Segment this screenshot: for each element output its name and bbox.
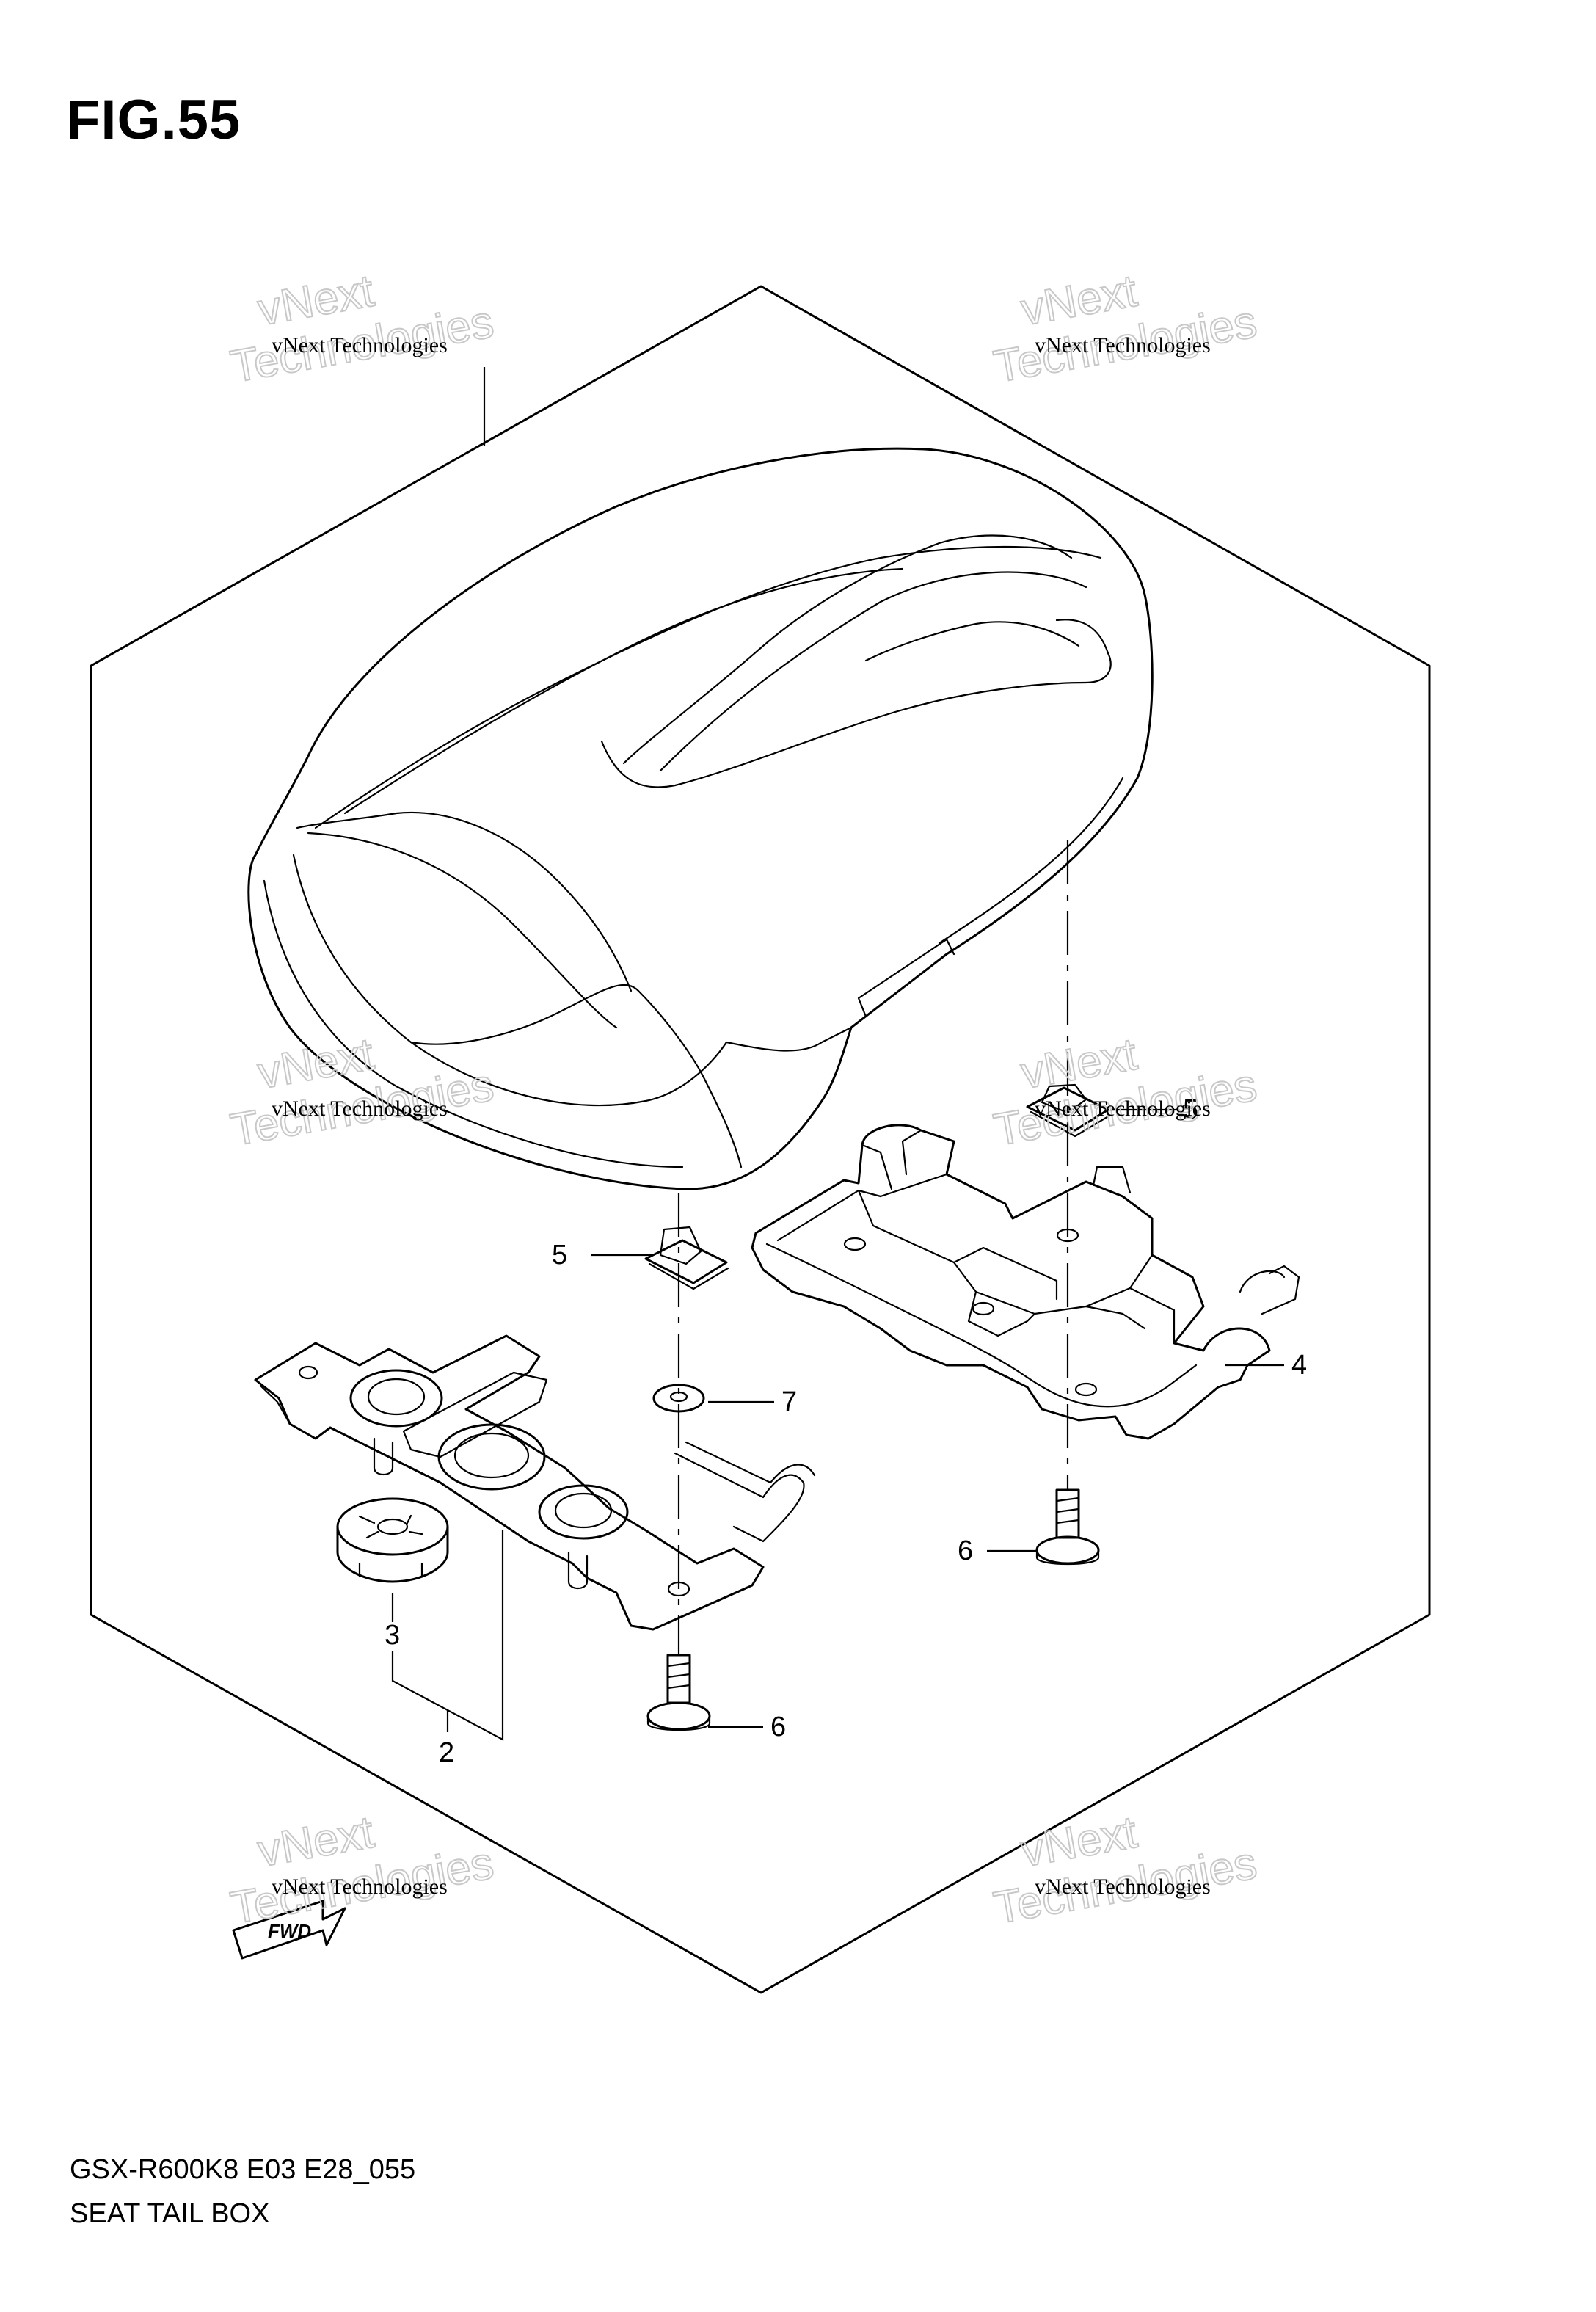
svg-text:vNext Technologies: vNext Technologies bbox=[1035, 333, 1211, 357]
watermark-top-left: vNext Technologies vNext Technologies bbox=[226, 265, 498, 393]
rubber-cushion-3 bbox=[336, 1497, 449, 1583]
figure-name: SEAT TAIL BOX bbox=[70, 2198, 270, 2229]
watermark-mid-left: vNext Technologies vNext Technologies bbox=[226, 1028, 498, 1157]
svg-text:vNext Technologies: vNext Technologies bbox=[1035, 1097, 1211, 1121]
right-bracket-4 bbox=[751, 1124, 1300, 1440]
bolt-6-right bbox=[1035, 1488, 1100, 1566]
callout-7: 7 bbox=[781, 1386, 797, 1417]
callout-4: 4 bbox=[1291, 1350, 1307, 1381]
svg-text:vNext Technologies: vNext Technologies bbox=[272, 1097, 448, 1121]
svg-text:vNext Technologies: vNext Technologies bbox=[272, 1875, 448, 1899]
svg-text:vNext Technologies: vNext Technologies bbox=[1035, 1875, 1211, 1899]
clip-nut-5-right bbox=[1026, 1083, 1111, 1138]
svg-text:vNext Technologies: vNext Technologies bbox=[272, 333, 448, 357]
forward-direction-marker: FWD bbox=[232, 1900, 346, 1960]
fwd-label: FWD bbox=[268, 1920, 311, 1942]
callout-6-right: 6 bbox=[958, 1535, 973, 1566]
bolt-6-center bbox=[646, 1654, 711, 1731]
assembly-hexagon-frame bbox=[90, 285, 1431, 1994]
callout-5-center: 5 bbox=[552, 1240, 567, 1270]
watermark-mid-right: vNext Technologies vNext Technologies bbox=[989, 1028, 1261, 1157]
figure-title: FIG.55 bbox=[66, 89, 241, 151]
callout-3: 3 bbox=[385, 1620, 400, 1651]
callout-5-right: 5 bbox=[1183, 1094, 1198, 1125]
watermark-top-right: vNext Technologies vNext Technologies bbox=[989, 265, 1261, 393]
left-bracket-2 bbox=[254, 1334, 816, 1631]
callout-2: 2 bbox=[439, 1737, 454, 1768]
watermark-bottom-right: vNext Technologies vNext Technologies bbox=[989, 1806, 1261, 1935]
model-code: GSX-R600K8 E03 E28_055 bbox=[70, 2154, 416, 2185]
callout-6-center: 6 bbox=[770, 1712, 786, 1742]
watermark-bottom-left: vNext Technologies vNext Technologies bbox=[226, 1806, 498, 1935]
seat-tail-cover bbox=[247, 447, 1154, 1190]
clip-nut-5-center bbox=[644, 1226, 729, 1290]
